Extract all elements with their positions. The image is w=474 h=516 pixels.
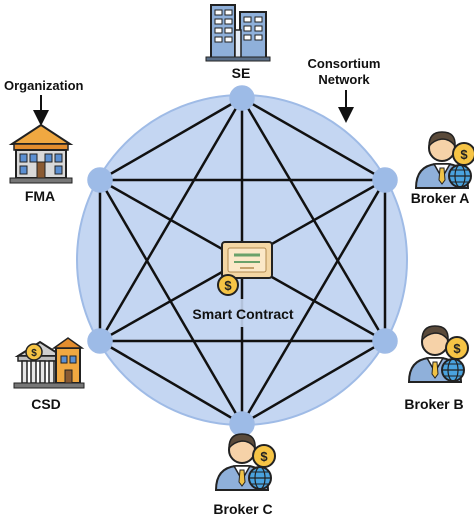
edge-se-fma bbox=[99, 96, 243, 182]
node-label-se: SE bbox=[232, 65, 251, 81]
contract-certificate-icon bbox=[221, 241, 273, 279]
edge-broker_b-broker_c bbox=[241, 339, 386, 426]
node-label-broker-c: Broker C bbox=[213, 501, 272, 516]
network-nodes bbox=[87, 85, 398, 437]
consortium-label-line1: Consortium bbox=[308, 56, 381, 71]
node-dot-csd[interactable] bbox=[87, 328, 113, 354]
smart-contract-label: Smart Contract bbox=[192, 306, 293, 322]
svg-text:$: $ bbox=[31, 348, 37, 359]
dollar-coin-icon: $ bbox=[217, 274, 239, 296]
node-label-fma: FMA bbox=[25, 188, 55, 204]
node-label-broker-a: Broker A bbox=[411, 190, 470, 206]
node-fma[interactable]: FMA bbox=[8, 123, 74, 204]
bank-building-icon: $ bbox=[13, 337, 85, 389]
node-csd[interactable]: $ CSD bbox=[13, 337, 85, 412]
office-building-icon bbox=[205, 4, 271, 62]
consortium-label-line2: Network bbox=[318, 72, 370, 87]
node-dot-broker_a[interactable] bbox=[372, 167, 398, 193]
node-label-broker-b: Broker B bbox=[404, 396, 463, 412]
node-dot-se[interactable] bbox=[229, 85, 255, 111]
node-dot-broker_b[interactable] bbox=[372, 328, 398, 354]
node-se[interactable]: SE bbox=[205, 4, 271, 81]
node-dot-fma[interactable] bbox=[87, 167, 113, 193]
node-broker-c[interactable] bbox=[215, 433, 276, 491]
node-broker-a[interactable] bbox=[415, 131, 474, 189]
government-building-icon bbox=[8, 123, 74, 184]
node-label-csd: CSD bbox=[31, 396, 61, 412]
smart-contract[interactable]: $ Smart Contract bbox=[186, 241, 300, 327]
node-dot-broker_c[interactable] bbox=[229, 411, 255, 437]
edge-broker_c-fma bbox=[98, 179, 244, 425]
edge-se-broker_a bbox=[241, 96, 386, 182]
node-broker-b[interactable] bbox=[408, 325, 469, 383]
edge-broker_c-csd bbox=[99, 339, 243, 426]
organization-label: Organization bbox=[4, 78, 84, 93]
svg-text:$: $ bbox=[224, 278, 232, 293]
